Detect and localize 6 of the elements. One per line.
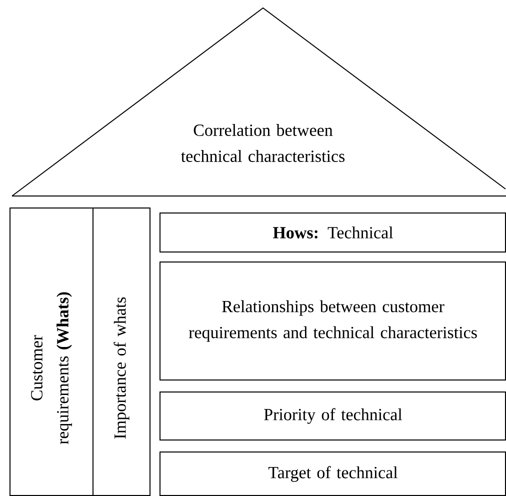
- priority-box: Priority of technical: [160, 392, 506, 440]
- relationship-matrix: Relationships between customer requirements and technical characteristics: [160, 262, 506, 380]
- importance-column: Importance of whats: [92, 208, 150, 496]
- correlation-roof: Correlation between technical characteristics: [12, 7, 506, 196]
- target-box: Target of technical: [160, 452, 506, 496]
- hows-box: Hows: Technical: [160, 212, 506, 252]
